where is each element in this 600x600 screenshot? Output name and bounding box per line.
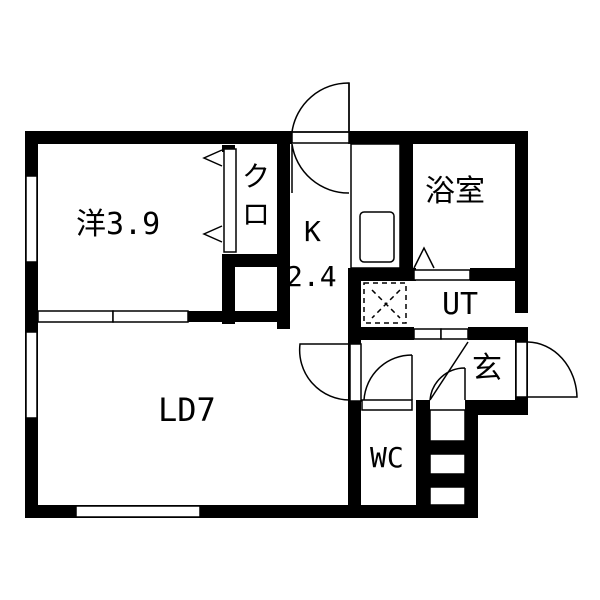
room-label-entrance: 玄: [472, 351, 502, 386]
room-label-living-dining: LD7: [158, 391, 216, 429]
room-label-toilet: WC: [370, 441, 404, 474]
door-swings: [291, 82, 578, 401]
windows: [25, 131, 528, 518]
fixtures: [202, 143, 469, 506]
room-label-bathroom: 浴室: [425, 174, 485, 209]
room-label-kitchen-size: 2.4: [286, 260, 337, 293]
room-label-closet: クロ: [242, 160, 271, 231]
room-label-western: 洋3.9: [76, 207, 161, 242]
room-label-kitchen: K: [304, 215, 321, 248]
room-label-utility: UT: [442, 287, 479, 322]
